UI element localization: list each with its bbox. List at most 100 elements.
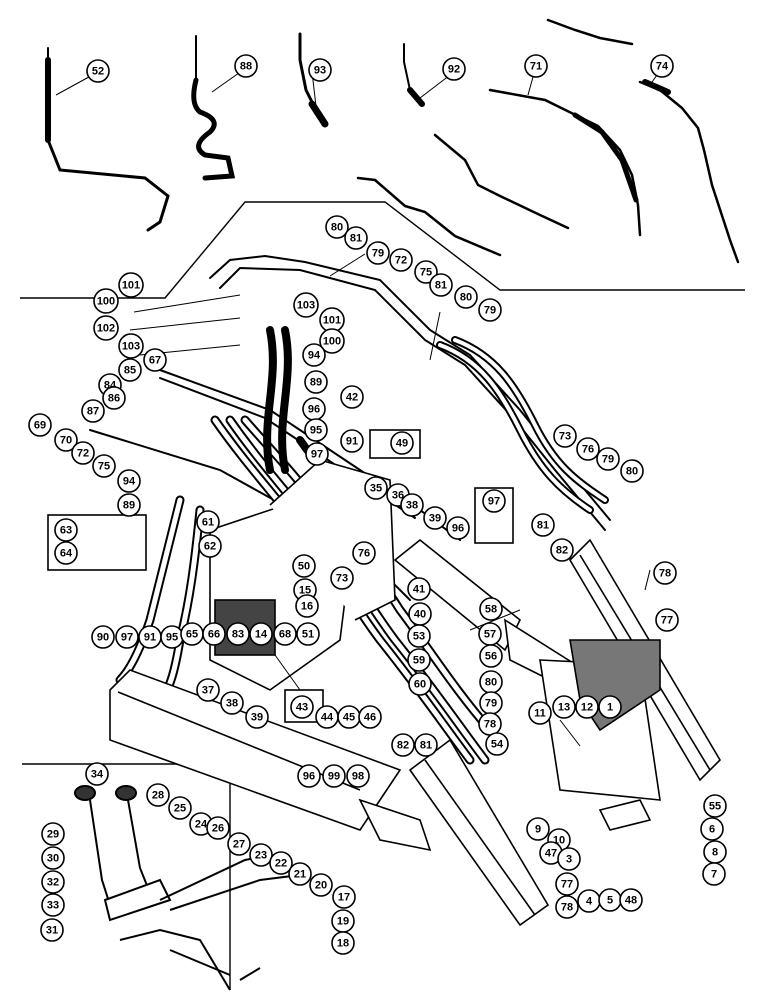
callout-label: 21 <box>294 869 306 881</box>
callout-76: 76 <box>352 541 376 565</box>
callout-label: 80 <box>485 677 497 689</box>
callout-58: 58 <box>479 597 503 621</box>
callout-39: 39 <box>423 506 447 530</box>
callout-label: 43 <box>296 702 308 714</box>
callout-label: 100 <box>97 296 115 308</box>
callout-12: 12 <box>575 695 599 719</box>
callout-28: 28 <box>146 783 170 807</box>
callout-label: 78 <box>484 719 496 731</box>
callout-label: 56 <box>485 651 497 663</box>
callout-circle <box>220 691 244 715</box>
callout-80: 80 <box>454 285 478 309</box>
callout-41: 41 <box>407 577 431 601</box>
callout-circle <box>118 358 142 382</box>
callout-label: 27 <box>233 839 245 851</box>
callout-69: 69 <box>28 413 52 437</box>
callout-91: 91 <box>340 429 364 453</box>
callout-label: 1 <box>607 702 613 714</box>
callout-54: 54 <box>485 732 509 756</box>
callout-circle <box>41 846 65 870</box>
callout-circle <box>269 851 293 875</box>
callout-circle <box>146 783 170 807</box>
callout-label: 38 <box>406 500 418 512</box>
callout-label: 80 <box>331 222 343 234</box>
callout-circle <box>400 493 424 517</box>
callout-44: 44 <box>315 705 339 729</box>
callout-circle <box>598 695 622 719</box>
callout-circle <box>414 733 438 757</box>
callout-label: 103 <box>122 341 140 353</box>
callout-21: 21 <box>288 862 312 886</box>
callout-label: 79 <box>372 248 384 260</box>
callout-label: 82 <box>556 545 568 557</box>
callout-label: 41 <box>413 584 425 596</box>
callout-label: 99 <box>328 771 340 783</box>
callout-circle <box>249 843 273 867</box>
callout-circle <box>391 733 415 757</box>
callout-4: 4 <box>577 889 601 913</box>
callout-23: 23 <box>249 843 273 867</box>
callout-103: 103 <box>293 292 319 318</box>
callout-46: 46 <box>358 705 382 729</box>
callout-101: 101 <box>118 272 144 298</box>
callout-label: 40 <box>414 609 426 621</box>
callout-label: 81 <box>350 233 362 245</box>
callout-48: 48 <box>619 888 643 912</box>
callout-3: 3 <box>557 847 581 871</box>
callout-circle <box>309 873 333 897</box>
callout-96: 96 <box>446 516 470 540</box>
callout-label: 53 <box>413 631 425 643</box>
callout-circle <box>555 895 579 919</box>
callout-79: 79 <box>479 691 503 715</box>
callout-circle <box>227 832 251 856</box>
callout-label: 97 <box>121 632 133 644</box>
callout-label: 92 <box>448 64 460 76</box>
callout-circle <box>54 518 78 542</box>
callout-label: 15 <box>299 585 311 597</box>
callout-14: 14 <box>249 622 273 646</box>
callout-circle <box>478 298 502 322</box>
callout-label: 30 <box>47 853 59 865</box>
callout-circle <box>485 732 509 756</box>
callout-89: 89 <box>304 370 328 394</box>
callout-label: 64 <box>60 548 73 560</box>
callout-27: 27 <box>227 832 251 856</box>
callout-circle <box>117 469 141 493</box>
callout-label: 46 <box>364 712 376 724</box>
callout-circle <box>206 816 230 840</box>
callout-circle <box>358 705 382 729</box>
callout-16: 16 <box>295 594 319 618</box>
callout-circle <box>325 215 349 239</box>
callout-label: 77 <box>661 615 673 627</box>
callout-label: 85 <box>124 365 136 377</box>
callout-25: 25 <box>168 796 192 820</box>
callout-60: 60 <box>408 672 432 696</box>
callout-circle <box>576 437 600 461</box>
callout-label: 78 <box>659 568 671 580</box>
callout-circle <box>407 648 431 672</box>
callout-label: 76 <box>582 444 594 456</box>
callout-label: 73 <box>336 573 348 585</box>
callout-29: 29 <box>41 822 65 846</box>
callout-circle <box>364 476 388 500</box>
callout-label: 14 <box>255 629 268 641</box>
callout-circle <box>344 226 368 250</box>
callout-35: 35 <box>364 476 388 500</box>
callout-74: 74 <box>650 54 674 78</box>
callout-19: 19 <box>331 909 355 933</box>
callout-13: 13 <box>552 695 576 719</box>
callout-circle <box>331 931 355 955</box>
callout-label: 96 <box>452 523 464 535</box>
callout-86: 86 <box>102 386 126 410</box>
callout-6: 6 <box>700 817 724 841</box>
callout-label: 100 <box>323 336 341 348</box>
callout-circle <box>196 510 220 534</box>
callout-label: 90 <box>97 632 109 644</box>
callout-label: 82 <box>397 740 409 752</box>
callout-circle <box>28 413 52 437</box>
callout-circle <box>295 594 319 618</box>
callout-label: 5 <box>607 895 613 907</box>
callout-43: 43 <box>290 695 314 719</box>
callout-51: 51 <box>296 622 320 646</box>
callout-label: 97 <box>488 496 500 508</box>
